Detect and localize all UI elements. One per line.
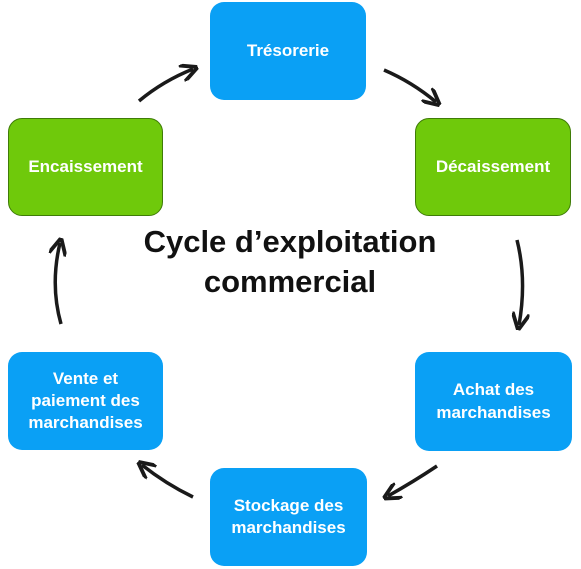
diagram-title: Cycle d’exploitation commercial <box>143 224 437 299</box>
node-encaissement-label: Encaissement <box>28 156 143 176</box>
node-tresorerie: Trésorerie <box>210 2 366 100</box>
node-encaissement: Encaissement <box>8 118 163 216</box>
node-decaissement: Décaissement <box>415 118 571 216</box>
node-vente-label: Vente et paiement des marchandises <box>28 368 143 433</box>
node-decaissement-label: Décaissement <box>435 156 551 176</box>
arrow-vente-to-encaissement <box>55 243 61 325</box>
arrow-stockage-to-vente <box>142 465 194 499</box>
node-vente-paiement: Vente et paiement des marchandises <box>8 352 163 450</box>
arrow-encaissement-to-tresorerie <box>137 69 193 103</box>
node-achat-label: Achat des marchandises <box>436 380 551 422</box>
arrow-tresorerie-to-decaissement <box>383 68 436 102</box>
node-stockage-label: Stockage des marchandises <box>231 495 346 537</box>
node-tresorerie-label: Trésorerie <box>246 40 330 60</box>
node-stockage-marchandises: Stockage des marchandises <box>210 468 367 566</box>
arrow-decaissement-to-achat <box>517 239 523 325</box>
arrow-achat-to-stockage <box>388 464 438 496</box>
node-achat-marchandises: Achat des marchandises <box>415 352 572 451</box>
